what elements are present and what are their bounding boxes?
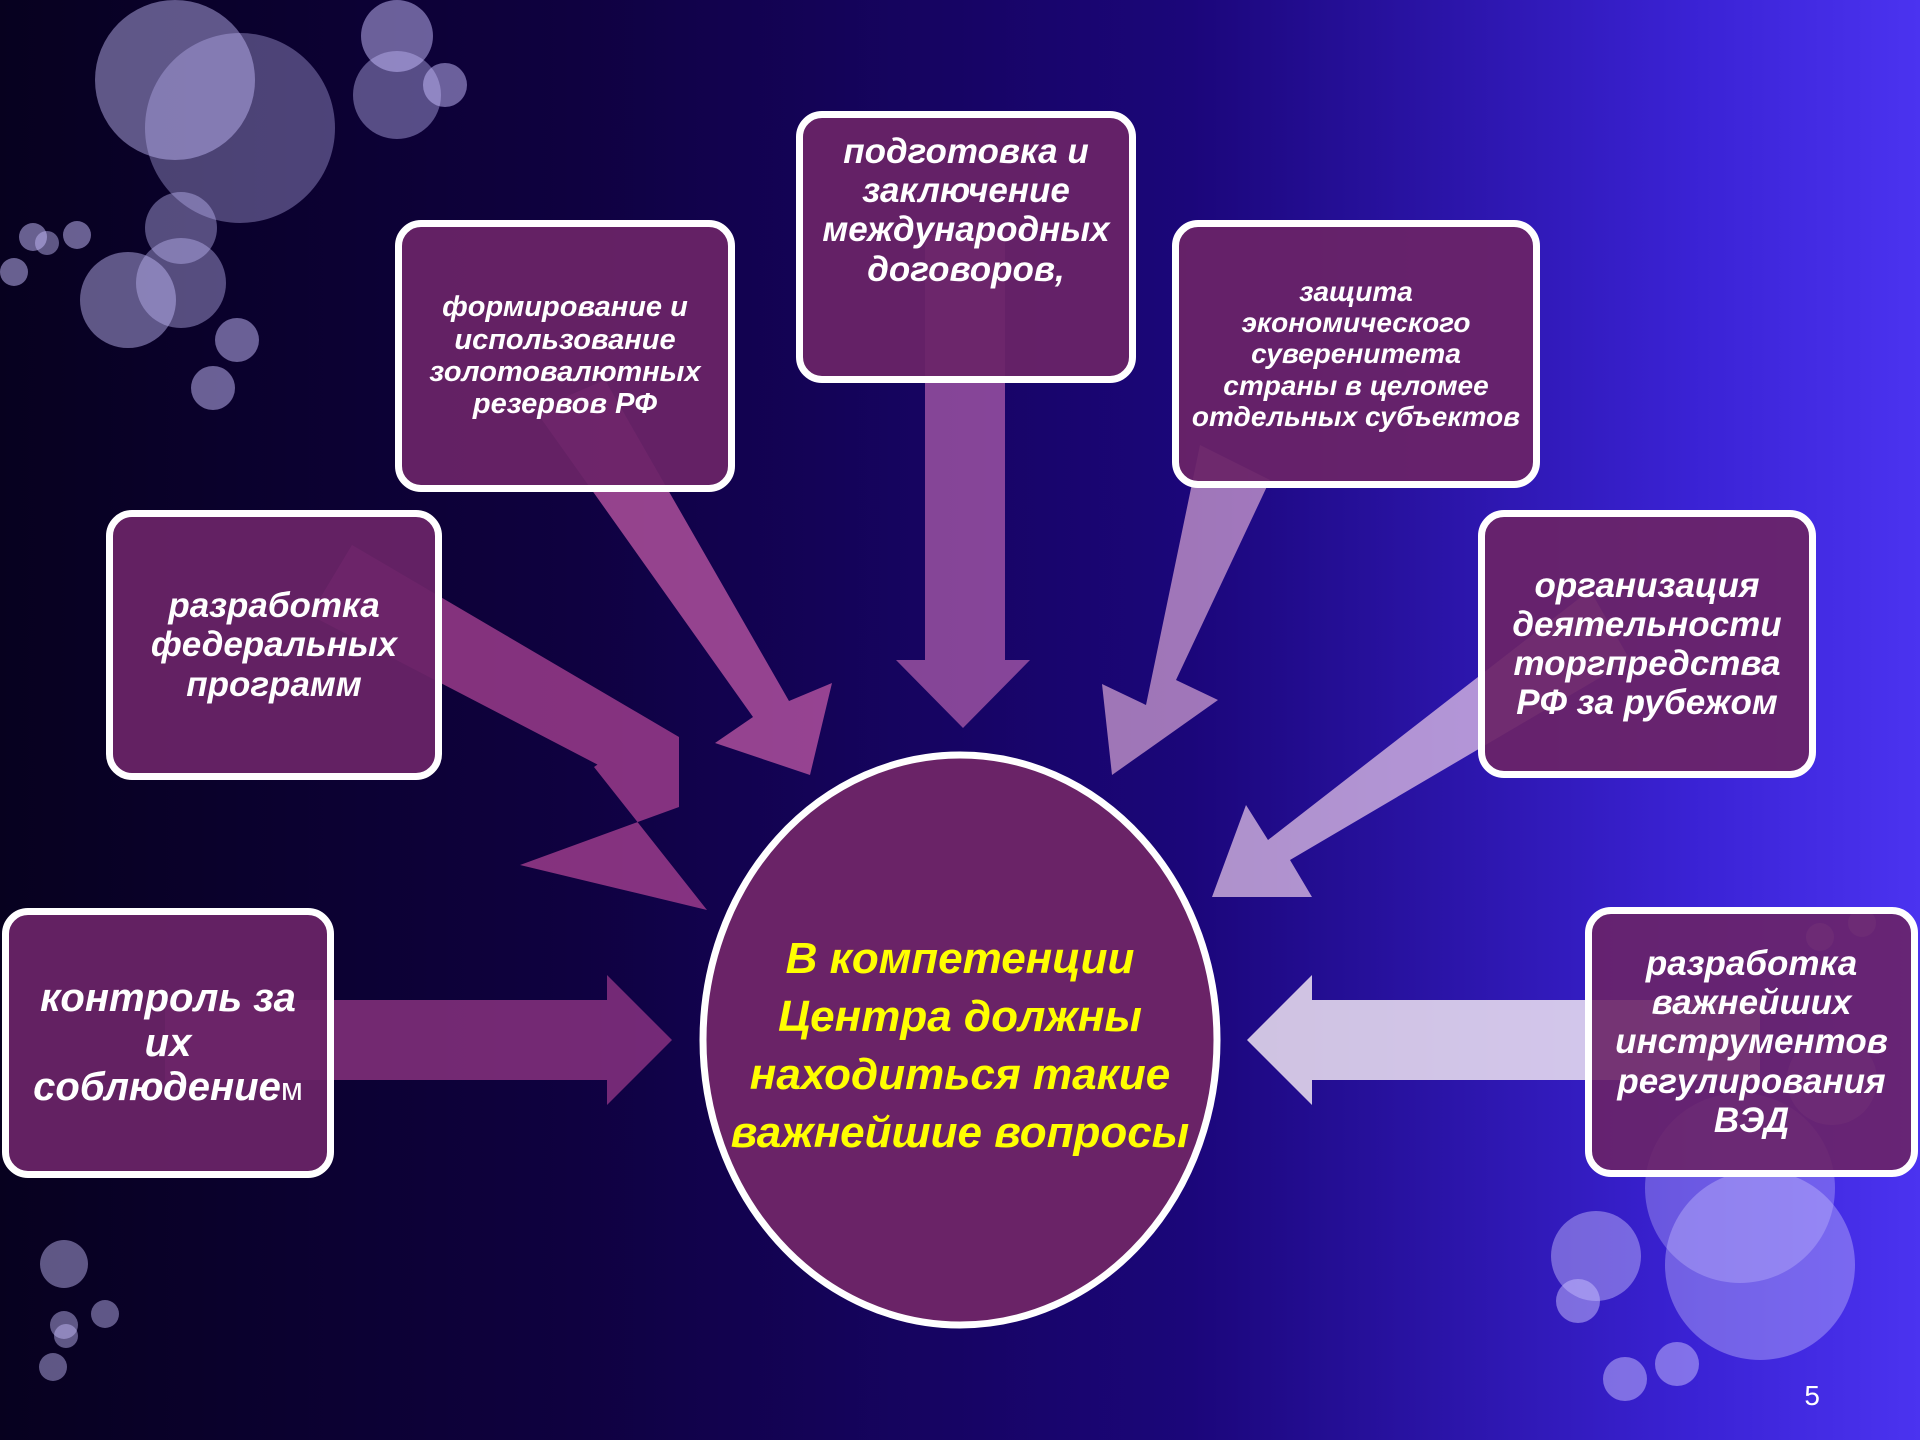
page-number: 5 [1804,1380,1820,1411]
box-instruments-text: разработка важнейших инструментов регули… [1615,944,1888,1140]
center-line-1: В компетенции [785,934,1135,983]
center-line-3: находиться такие [749,1050,1171,1100]
center-circle [699,751,1221,1329]
box-trade-mission-text: организация деятельности торгпредства РФ… [1512,565,1782,723]
center-line-2: Центра должны [778,992,1142,1042]
box-control-text: контроль за их соблюдением [33,975,303,1110]
box-reserves: формирование и использование золотовалют… [395,220,735,492]
center-title: В компетенции Центра должны находиться т… [700,930,1220,1162]
box-fed-programs-text: разработка федеральных программ [150,586,398,704]
box-sovereignty: защита экономического суверенитета стран… [1172,220,1540,488]
center-line-4: важнейшие вопросы [730,1108,1190,1158]
box-fed-programs: разработка федеральных программ [106,510,442,780]
arrow-from-sovereignty [1102,445,1270,775]
box-control: контроль за их соблюдением [2,908,334,1178]
box-sovereignty-text: защита экономического суверенитета стран… [1191,275,1521,433]
box-reserves-text: формирование и использование золотовалют… [429,291,701,421]
box-trade-mission: организация деятельности торгпредства РФ… [1478,510,1816,778]
box-treaties-text: подготовка и заключение международных до… [822,132,1110,289]
box-instruments: разработка важнейших инструментов регули… [1585,907,1918,1177]
box-treaties: подготовка и заключение международных до… [796,111,1136,383]
